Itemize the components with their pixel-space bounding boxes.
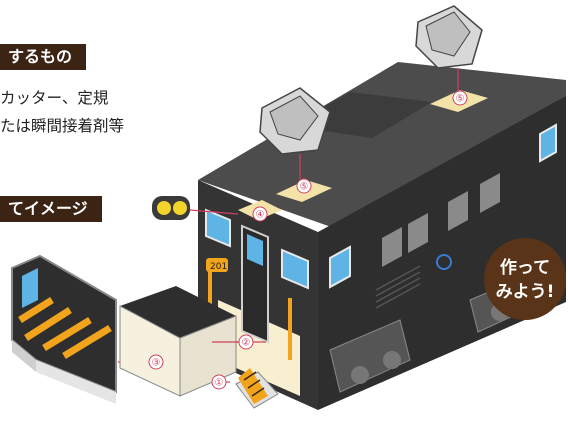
door-window	[247, 234, 263, 266]
svg-text:①: ①	[215, 378, 224, 389]
assembly-heading-text: てイメージ	[8, 199, 88, 218]
plate-number: 201	[210, 262, 227, 272]
side-panel-3	[448, 191, 468, 231]
materials-line-1: カッター、定規	[0, 89, 109, 107]
wheel-1	[351, 366, 369, 384]
bogie-front	[329, 319, 411, 393]
side-emblem	[436, 254, 452, 270]
svg-text:⑤: ⑤	[300, 182, 309, 193]
assembly-heading: てイメージ	[0, 196, 102, 222]
side-panel-2	[408, 213, 428, 253]
part-number-2: ②	[238, 334, 254, 350]
materials-line-2: たは瞬間接着剤等	[0, 117, 125, 135]
side-panel-4	[480, 173, 500, 213]
part-number-3: ③	[148, 354, 164, 370]
part-number-4: ④	[252, 206, 268, 222]
badge-line-2: みよう!	[495, 282, 555, 302]
lets-make-it-badge: 作って みよう!	[484, 238, 566, 320]
side-louvers	[375, 265, 421, 309]
svg-text:④: ④	[256, 210, 265, 221]
step-part	[214, 368, 279, 409]
part-number-1: ①	[211, 374, 227, 390]
part-number-5-rear: ⑤	[452, 90, 468, 106]
front-window-left	[205, 208, 231, 248]
part-number-5-front: ⑤	[296, 178, 312, 194]
svg-text:③: ③	[152, 358, 161, 369]
badge-line-1: 作って	[499, 258, 551, 278]
pantograph-rear	[415, 5, 483, 94]
side-window-2	[539, 123, 557, 163]
pantograph-front	[259, 87, 331, 186]
svg-text:⑤: ⑤	[456, 94, 465, 105]
side-panel-1	[382, 227, 402, 267]
headlight-part	[152, 196, 239, 220]
plate-number-plate	[206, 258, 228, 272]
materials-heading-text: するもの	[8, 47, 73, 66]
front-window-right	[281, 248, 309, 290]
svg-text:②: ②	[242, 338, 251, 349]
materials-heading: するもの	[0, 44, 87, 70]
wheel-2	[383, 351, 401, 369]
skirt-part	[11, 254, 148, 404]
front-lower-panel	[218, 300, 300, 396]
side-window-1	[329, 245, 351, 289]
